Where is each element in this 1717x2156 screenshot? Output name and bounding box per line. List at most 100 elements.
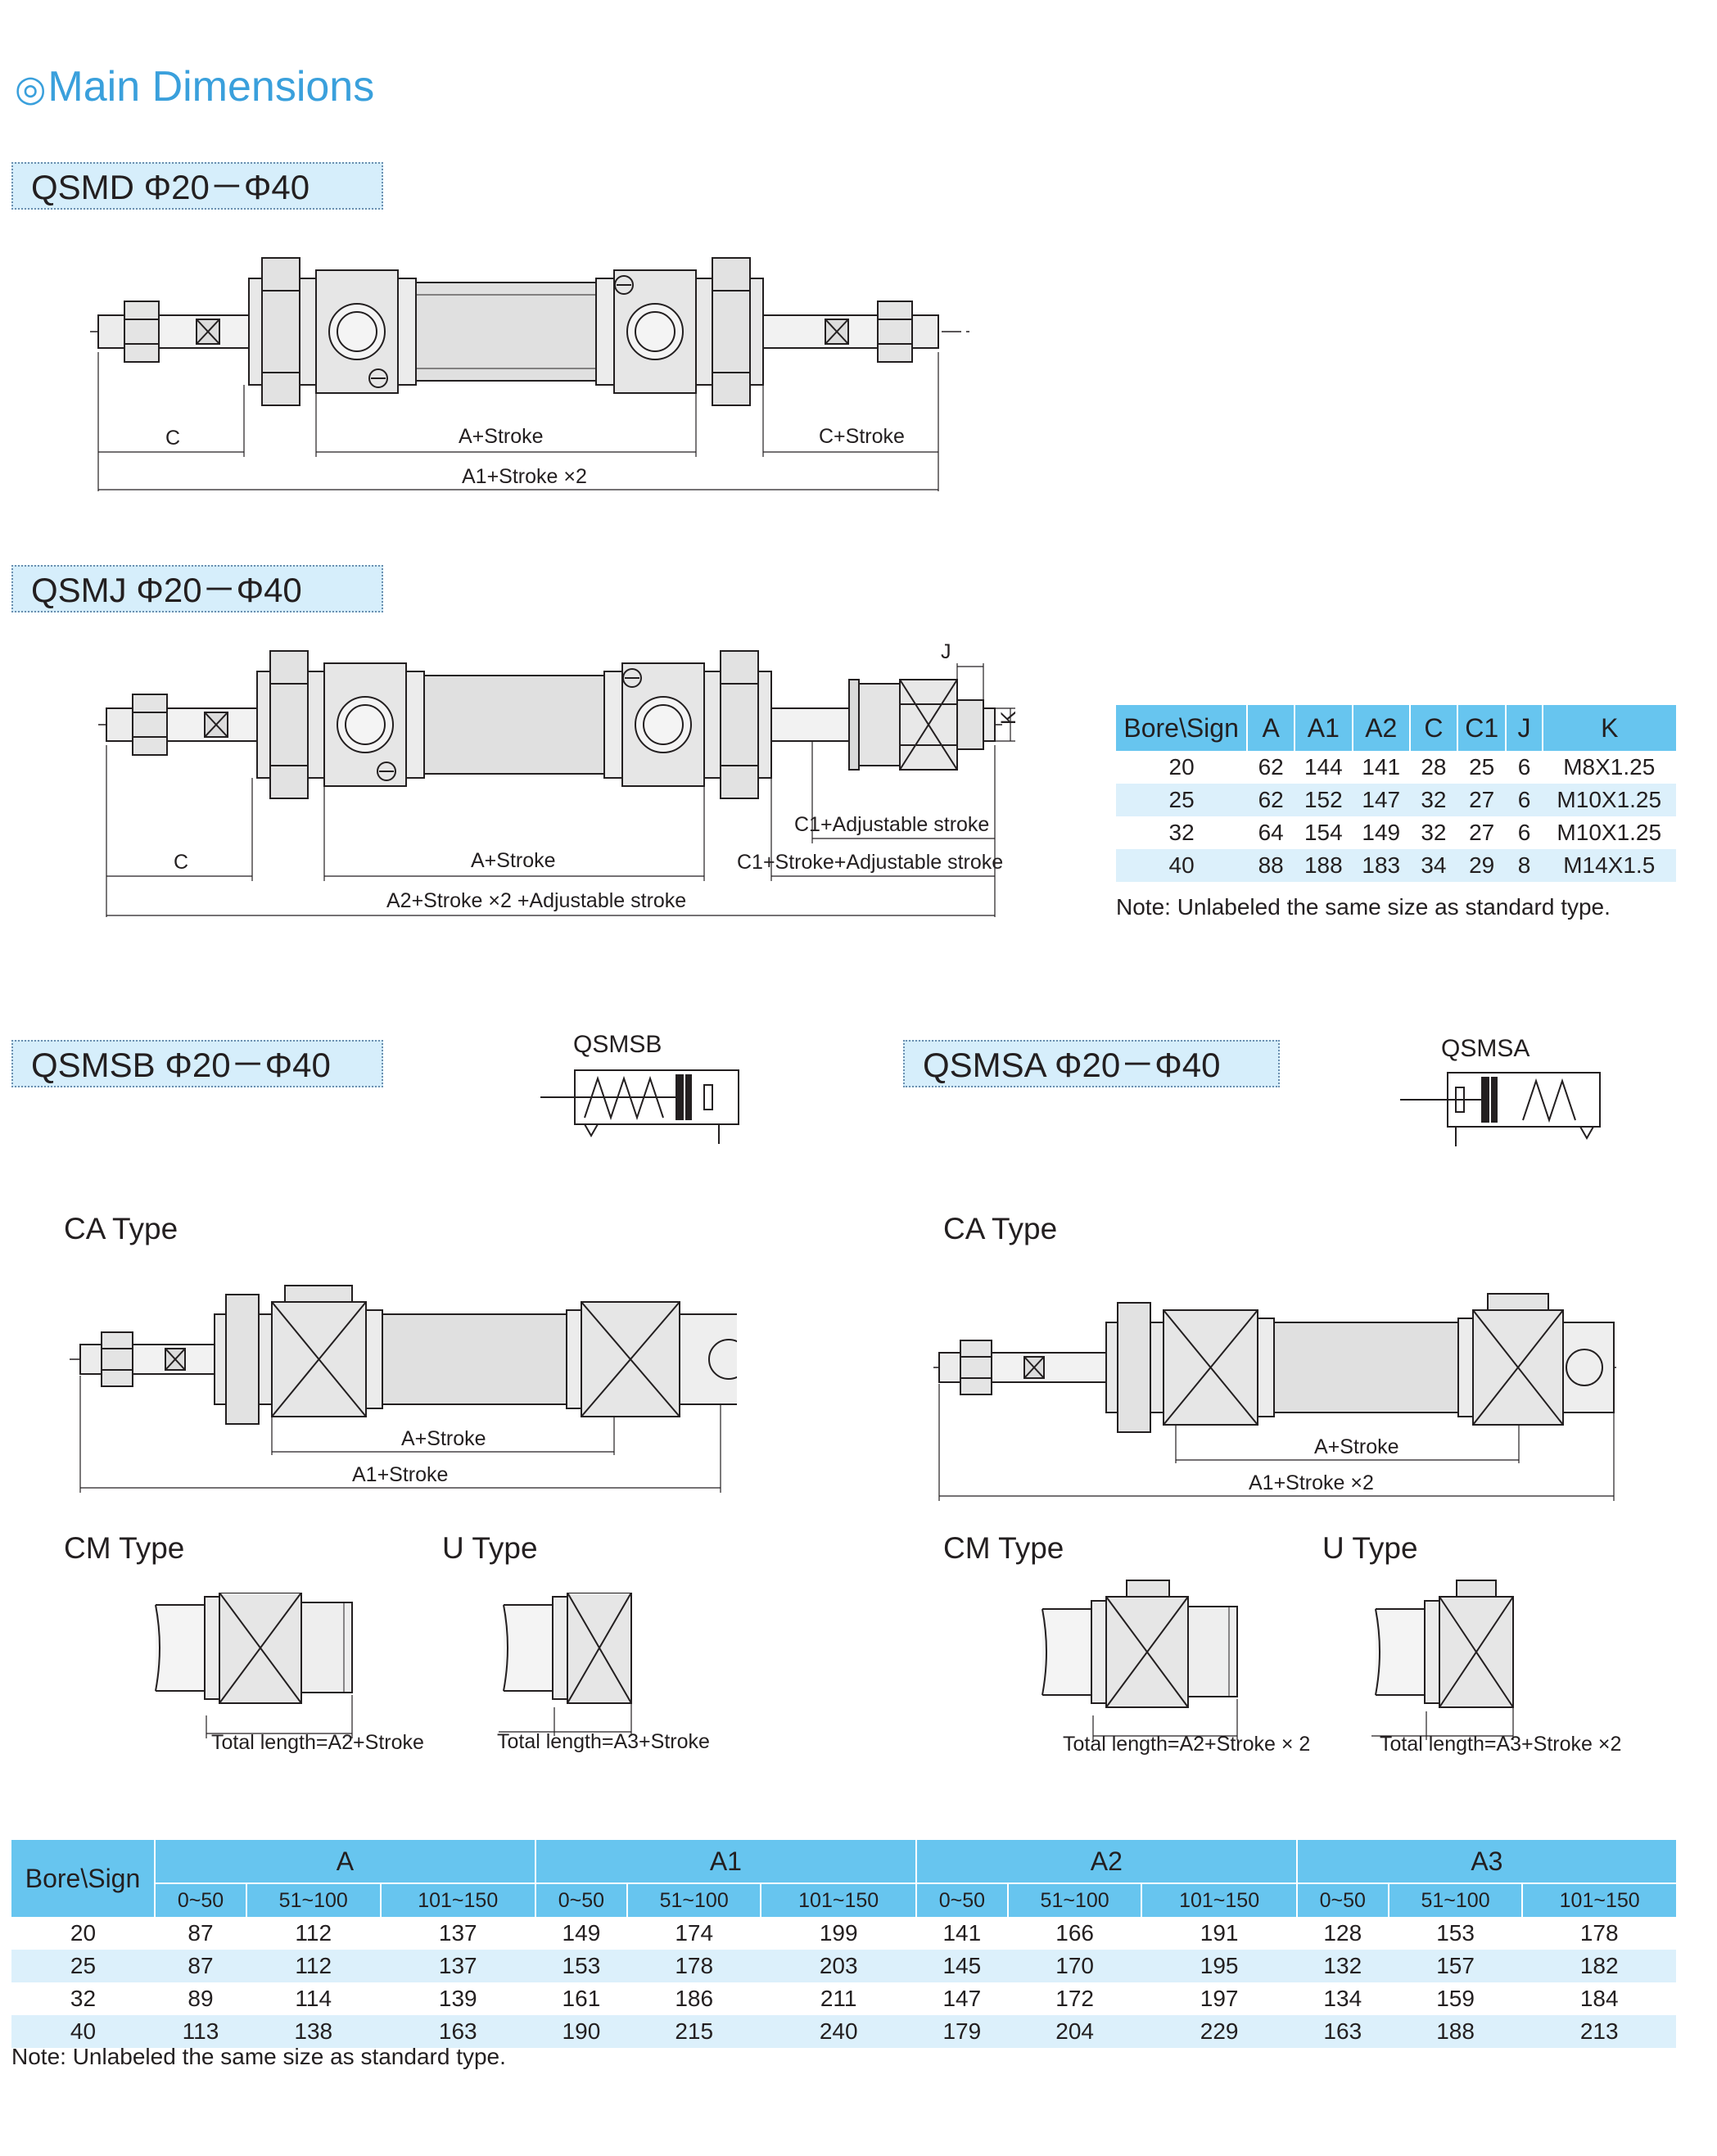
table-header-row: Bore\Sign A A1 A2 C C1 J K (1116, 705, 1676, 751)
table-cell: 178 (1579, 1920, 1619, 1946)
table-cell: 145 (915, 1950, 1008, 1982)
table-row: 20 87 112 137 149 174 199 141 166 191 12… (11, 1917, 1676, 1950)
table-subheader: 0~50 (915, 1883, 1009, 1917)
table-cell: 137 (438, 1920, 477, 1946)
table-cell: 25 (1116, 784, 1248, 816)
qsmd-dim-a: A+Stroke (459, 425, 544, 448)
qsmd-dim-a1: A1+Stroke ×2 (462, 465, 587, 488)
table-cell: 34 (1409, 849, 1457, 882)
page-title-text: Main Dimensions (47, 63, 375, 111)
qsmd-dim-c: C (165, 427, 180, 450)
table-cell: 6 (1506, 784, 1543, 816)
table-cell: 40 (1116, 849, 1248, 882)
qsmsa-ca-dim-a: A+Stroke (1314, 1435, 1399, 1458)
section-title-qsmj: QSMJ Φ20－Φ40 (11, 565, 383, 612)
table-cell: 229 (1141, 2015, 1297, 2048)
qsmsa-cm-dim: Total length=A2+Stroke × 2 (1063, 1733, 1310, 1756)
table-cell: 159 (1436, 1986, 1475, 2011)
qsmsb-cm-drawing: Total length=A2+Stroke (155, 1593, 424, 1754)
table-cell: 114 (295, 1986, 332, 2011)
table-cell: 113 (155, 2015, 246, 2048)
table-cell: 172 (1055, 1986, 1094, 2011)
table-cell: 32 (1168, 820, 1195, 845)
table-cell: 28 (1421, 754, 1447, 780)
section-title-qsmd: QSMD Φ20－Φ40 (11, 162, 383, 210)
qsmsb-cm-dim: Total length=A2+Stroke (211, 1731, 424, 1754)
table-cell: 240 (761, 2015, 916, 2048)
qsmsa-ca-dim-a1: A1+Stroke ×2 (1249, 1471, 1374, 1494)
table-cell: 6 (1517, 820, 1531, 845)
table-cell: 186 (675, 1986, 714, 2011)
table-cell: 20 (1168, 754, 1195, 780)
table-cell: 139 (438, 1986, 477, 2011)
type-label-u-right: U Type (1322, 1531, 1418, 1565)
table-row: 32 64 154 149 32 27 6 M10X1.25 (1116, 816, 1676, 849)
table-cell: 178 (626, 1950, 761, 1982)
spring-dimensions-table: Bore\Sign A A1 A2 A3 0~50 51~100 101~150… (11, 1840, 1676, 2048)
table-cell: 141 (1362, 754, 1401, 780)
table-header: A2 (1352, 705, 1411, 751)
table-header-group: A1 (535, 1840, 917, 1883)
table-header: A (1247, 705, 1296, 751)
qsmsb-symbol-label: QSMSB (573, 1031, 662, 1058)
qsmsb-u-dim: Total length=A3+Stroke (497, 1730, 710, 1753)
table-subheader: 0~50 (155, 1883, 247, 1917)
table-header-group: A (155, 1840, 536, 1883)
qsmj-dim-c1-stroke-adj: C1+Stroke+Adjustable stroke (737, 851, 1003, 874)
table-cell: M10X1.25 (1542, 784, 1676, 816)
table-row: 25 62 152 147 32 27 6 M10X1.25 (1116, 784, 1676, 816)
table-cell: 27 (1457, 784, 1507, 816)
table-header-corner: Bore\Sign (11, 1840, 156, 1917)
table-cell: 190 (535, 2015, 627, 2048)
table-header-row: Bore\Sign A A1 A2 A3 (11, 1840, 1676, 1917)
qsmj-dim-a2: A2+Stroke ×2 +Adjustable stroke (386, 889, 686, 912)
table-header: Bore\Sign (1116, 705, 1249, 751)
table-cell: 199 (819, 1920, 858, 1946)
table-row: 40 88 188 183 34 29 8 M14X1.5 (1116, 849, 1676, 882)
table-cell: 87 (155, 1950, 246, 1982)
qsmsb-u-drawing: Total length=A3+Stroke (497, 1593, 710, 1753)
table-cell: 213 (1522, 2015, 1676, 2048)
table-row: 20 62 144 141 28 25 6 M8X1.25 (1116, 751, 1676, 784)
qsmsa-u-dim: Total length=A3+Stroke ×2 (1380, 1733, 1621, 1756)
table-cell: 147 (1352, 784, 1410, 816)
table-row: 32 89 114 139 161 186 211 147 172 197 13… (11, 1982, 1676, 2015)
table-cell: 32 (1409, 784, 1457, 816)
table-cell: 154 (1304, 820, 1343, 845)
table-cell: 64 (1258, 820, 1284, 845)
table-subheader: 0~50 (1296, 1883, 1389, 1917)
qsmj-drawing: J K C A+Stroke C1+Adjustable stroke C1+S… (98, 640, 1020, 917)
section-title-qsmsb: QSMSB Φ20－Φ40 (11, 1040, 383, 1087)
table-cell: 153 (535, 1950, 627, 1982)
table-subheader: 101~150 (380, 1883, 536, 1917)
table-subheader: 101~150 (1141, 1883, 1298, 1917)
table-cell: 20 (70, 1920, 97, 1946)
table-cell: 6 (1517, 754, 1531, 780)
table-cell: 163 (380, 2015, 535, 2048)
table-cell: 215 (626, 2015, 761, 2048)
table-cell: 170 (1007, 1950, 1142, 1982)
table-cell: 211 (820, 1986, 857, 2011)
table-cell: 88 (1247, 849, 1295, 882)
table-subheader: 51~100 (1388, 1883, 1524, 1917)
table-cell: 137 (380, 1950, 535, 1982)
qsmsa-symbol-label: QSMSA (1441, 1035, 1529, 1062)
qsmsb-ca-dim-a1: A1+Stroke (352, 1463, 448, 1486)
table-cell: 112 (295, 1920, 332, 1946)
table-cell: 174 (675, 1920, 714, 1946)
standard-dimensions-table: Bore\Sign A A1 A2 C C1 J K 20 62 144 141… (1116, 705, 1676, 882)
table-cell: 27 (1469, 820, 1495, 845)
table-subheader: 51~100 (1007, 1883, 1143, 1917)
table-cell: 138 (246, 2015, 381, 2048)
table-row: 25 87 112 137 153 178 203 145 170 195 13… (11, 1950, 1676, 1982)
table-cell: 128 (1323, 1920, 1362, 1946)
table-cell: 147 (942, 1986, 982, 2011)
table-header: J (1506, 705, 1543, 751)
qsmj-dim-a: A+Stroke (471, 849, 556, 872)
table-subheader: 0~50 (535, 1883, 628, 1917)
table-cell: 188 (1295, 849, 1353, 882)
table-cell: M14X1.5 (1542, 849, 1676, 882)
table-subheader-row: 0~50 51~100 101~150 0~50 51~100 101~150 … (11, 1883, 1676, 1917)
table-header: K (1542, 705, 1676, 751)
table-cell: 134 (1323, 1986, 1362, 2011)
